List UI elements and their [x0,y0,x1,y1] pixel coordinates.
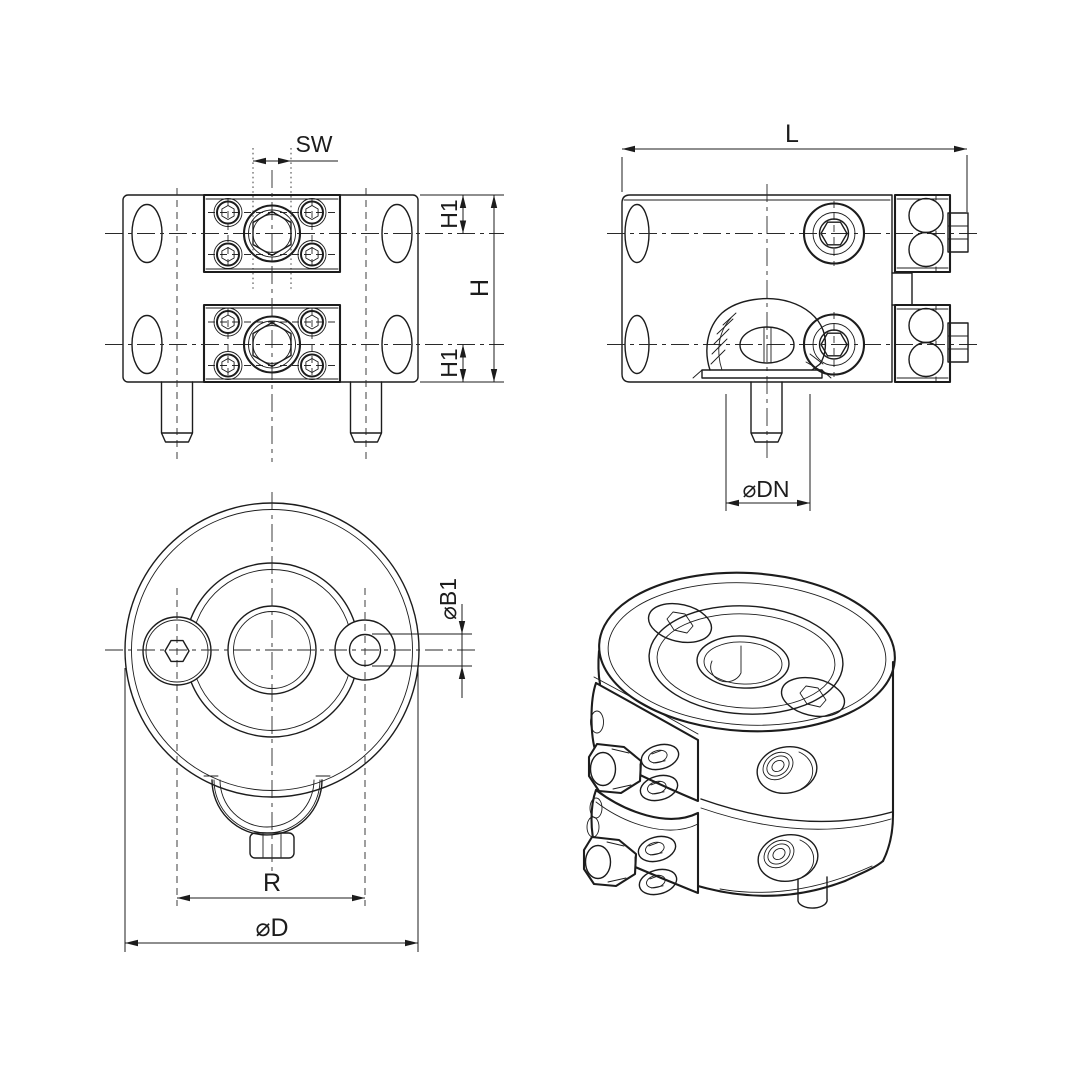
front-stud-left [160,381,194,443]
dimension-h1-bottom: H1 [436,344,467,382]
iso-bottom-rim [696,859,885,897]
iso-seam [700,798,893,823]
dimension-l: L [621,120,968,212]
front-stud-right [349,381,383,443]
iso-wire-loops [586,710,604,838]
side-body [621,194,893,383]
front-view: SW H1 H H1 [105,131,504,462]
dimension-d: ⌀D [124,668,419,952]
iso-top-face [598,571,896,733]
side-notch [891,272,913,306]
dimension-h1-top: H1 [420,194,504,234]
front-body [122,194,419,383]
side-view: L ⌀DN [607,120,978,511]
dimension-dn: ⌀DN [725,394,811,511]
front-oval-slots [131,203,413,375]
dim-label-d: ⌀D [255,914,288,942]
dim-label-h: H [466,279,494,297]
dim-label-h1-bottom: H1 [436,348,462,377]
side-centerlines [607,184,978,462]
dim-label-r: R [263,869,281,897]
iso-clamp-block-top [590,676,700,803]
plan-hex-socket [164,639,190,663]
side-clamp-block-bottom [893,303,970,384]
iso-wall-counterbore-top [752,741,822,799]
side-boss [692,297,832,379]
plan-boss [203,775,331,859]
plan-hole-bore [348,633,382,667]
dimension-h: H [420,195,504,383]
iso-right-silhouette [881,660,895,863]
front-socket-screws [213,197,327,381]
iso-top-hole-left [647,602,713,644]
side-stud [750,381,783,443]
iso-bottom-pin [797,876,828,909]
dimension-sw: SW [252,131,338,292]
plan-view: ⌀B1 R ⌀D [105,492,478,952]
isometric-view [582,571,896,909]
iso-wall-counterbore-bottom [753,829,823,887]
dim-label-dn: ⌀DN [742,476,789,502]
iso-hex-bolt-bottom [582,835,638,888]
iso-bore-detail [710,645,742,683]
dim-label-sw: SW [295,131,332,157]
dim-label-l: L [785,120,799,148]
dimension-b1: ⌀B1 [372,578,472,698]
dim-label-h1-top: H1 [436,199,462,228]
dim-label-b1: ⌀B1 [435,578,461,620]
iso-hex-bolt-top [587,742,643,795]
iso-top-hole-right [780,676,846,718]
dimension-r: R [177,869,365,902]
